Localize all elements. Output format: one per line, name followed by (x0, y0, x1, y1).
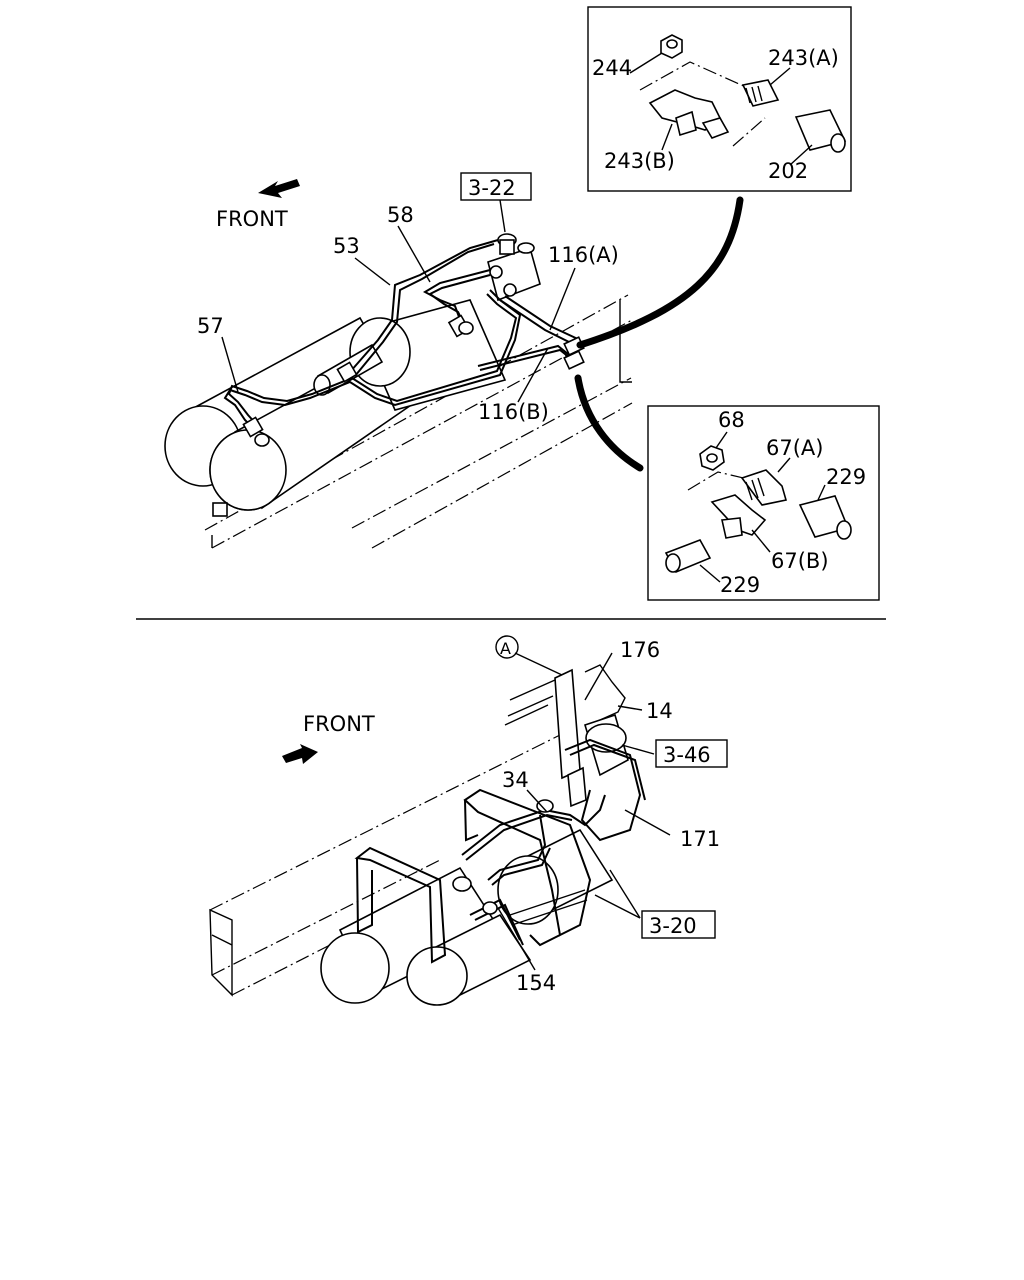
inset-detail-1: 244 243(A) 243(B) 202 (587, 6, 852, 192)
callout-a-circle (495, 635, 519, 659)
label-14: 14 (646, 699, 673, 723)
inset-detail-2: 68 67(A) 229 67(B) 229 (647, 405, 880, 601)
label-57: 57 (197, 314, 224, 338)
label-67b: 67(B) (771, 549, 829, 573)
ref-box-3-20 (641, 910, 716, 939)
air-tank-rear (313, 299, 507, 411)
pipe-lines-top (223, 239, 585, 447)
bottom-assembly: FRONT (209, 635, 728, 1006)
label-58: 58 (387, 203, 414, 227)
front-label-top: FRONT (216, 207, 288, 231)
front-label-bottom: FRONT (303, 712, 375, 736)
front-arrow-icon (258, 179, 300, 198)
ref-box-3-22 (460, 172, 532, 201)
top-assembly: FRONT (164, 6, 880, 601)
label-154: 154 (516, 971, 556, 995)
valve-block (487, 233, 541, 302)
leaders-top (221, 199, 576, 403)
ref-3-46-label: 3-46 (663, 743, 711, 767)
label-243b: 243(B) (604, 149, 675, 173)
pipe-lines-bottom (452, 794, 606, 946)
detail-connector-2 (574, 374, 644, 472)
label-171: 171 (680, 827, 720, 851)
label-229-upper: 229 (826, 465, 866, 489)
detail-connector-1 (576, 196, 744, 349)
label-243a: 243(A) (768, 46, 839, 70)
front-arrow-icon (282, 744, 318, 764)
callout-a-label: A (500, 639, 511, 658)
tank-assembly-bottom (320, 828, 614, 1006)
label-244: 244 (592, 56, 632, 80)
ref-box-3-46 (655, 739, 728, 768)
upper-bracket-bottom (504, 664, 646, 842)
bracket-frames-bottom (354, 788, 592, 964)
ref-3-20-label: 3-20 (649, 914, 697, 938)
label-68: 68 (718, 408, 745, 432)
label-53: 53 (333, 234, 360, 258)
label-67a: 67(A) (766, 436, 823, 460)
label-202: 202 (768, 159, 808, 183)
ref-3-22-label: 3-22 (468, 176, 516, 200)
drain-valve (212, 502, 228, 517)
label-176: 176 (620, 638, 660, 662)
label-229-lower: 229 (720, 573, 760, 597)
label-34: 34 (502, 768, 529, 792)
label-116b: 116(B) (478, 400, 549, 424)
label-116a: 116(A) (548, 243, 619, 267)
frame-rail-bottom (209, 734, 561, 997)
leaders-bottom (497, 652, 671, 971)
